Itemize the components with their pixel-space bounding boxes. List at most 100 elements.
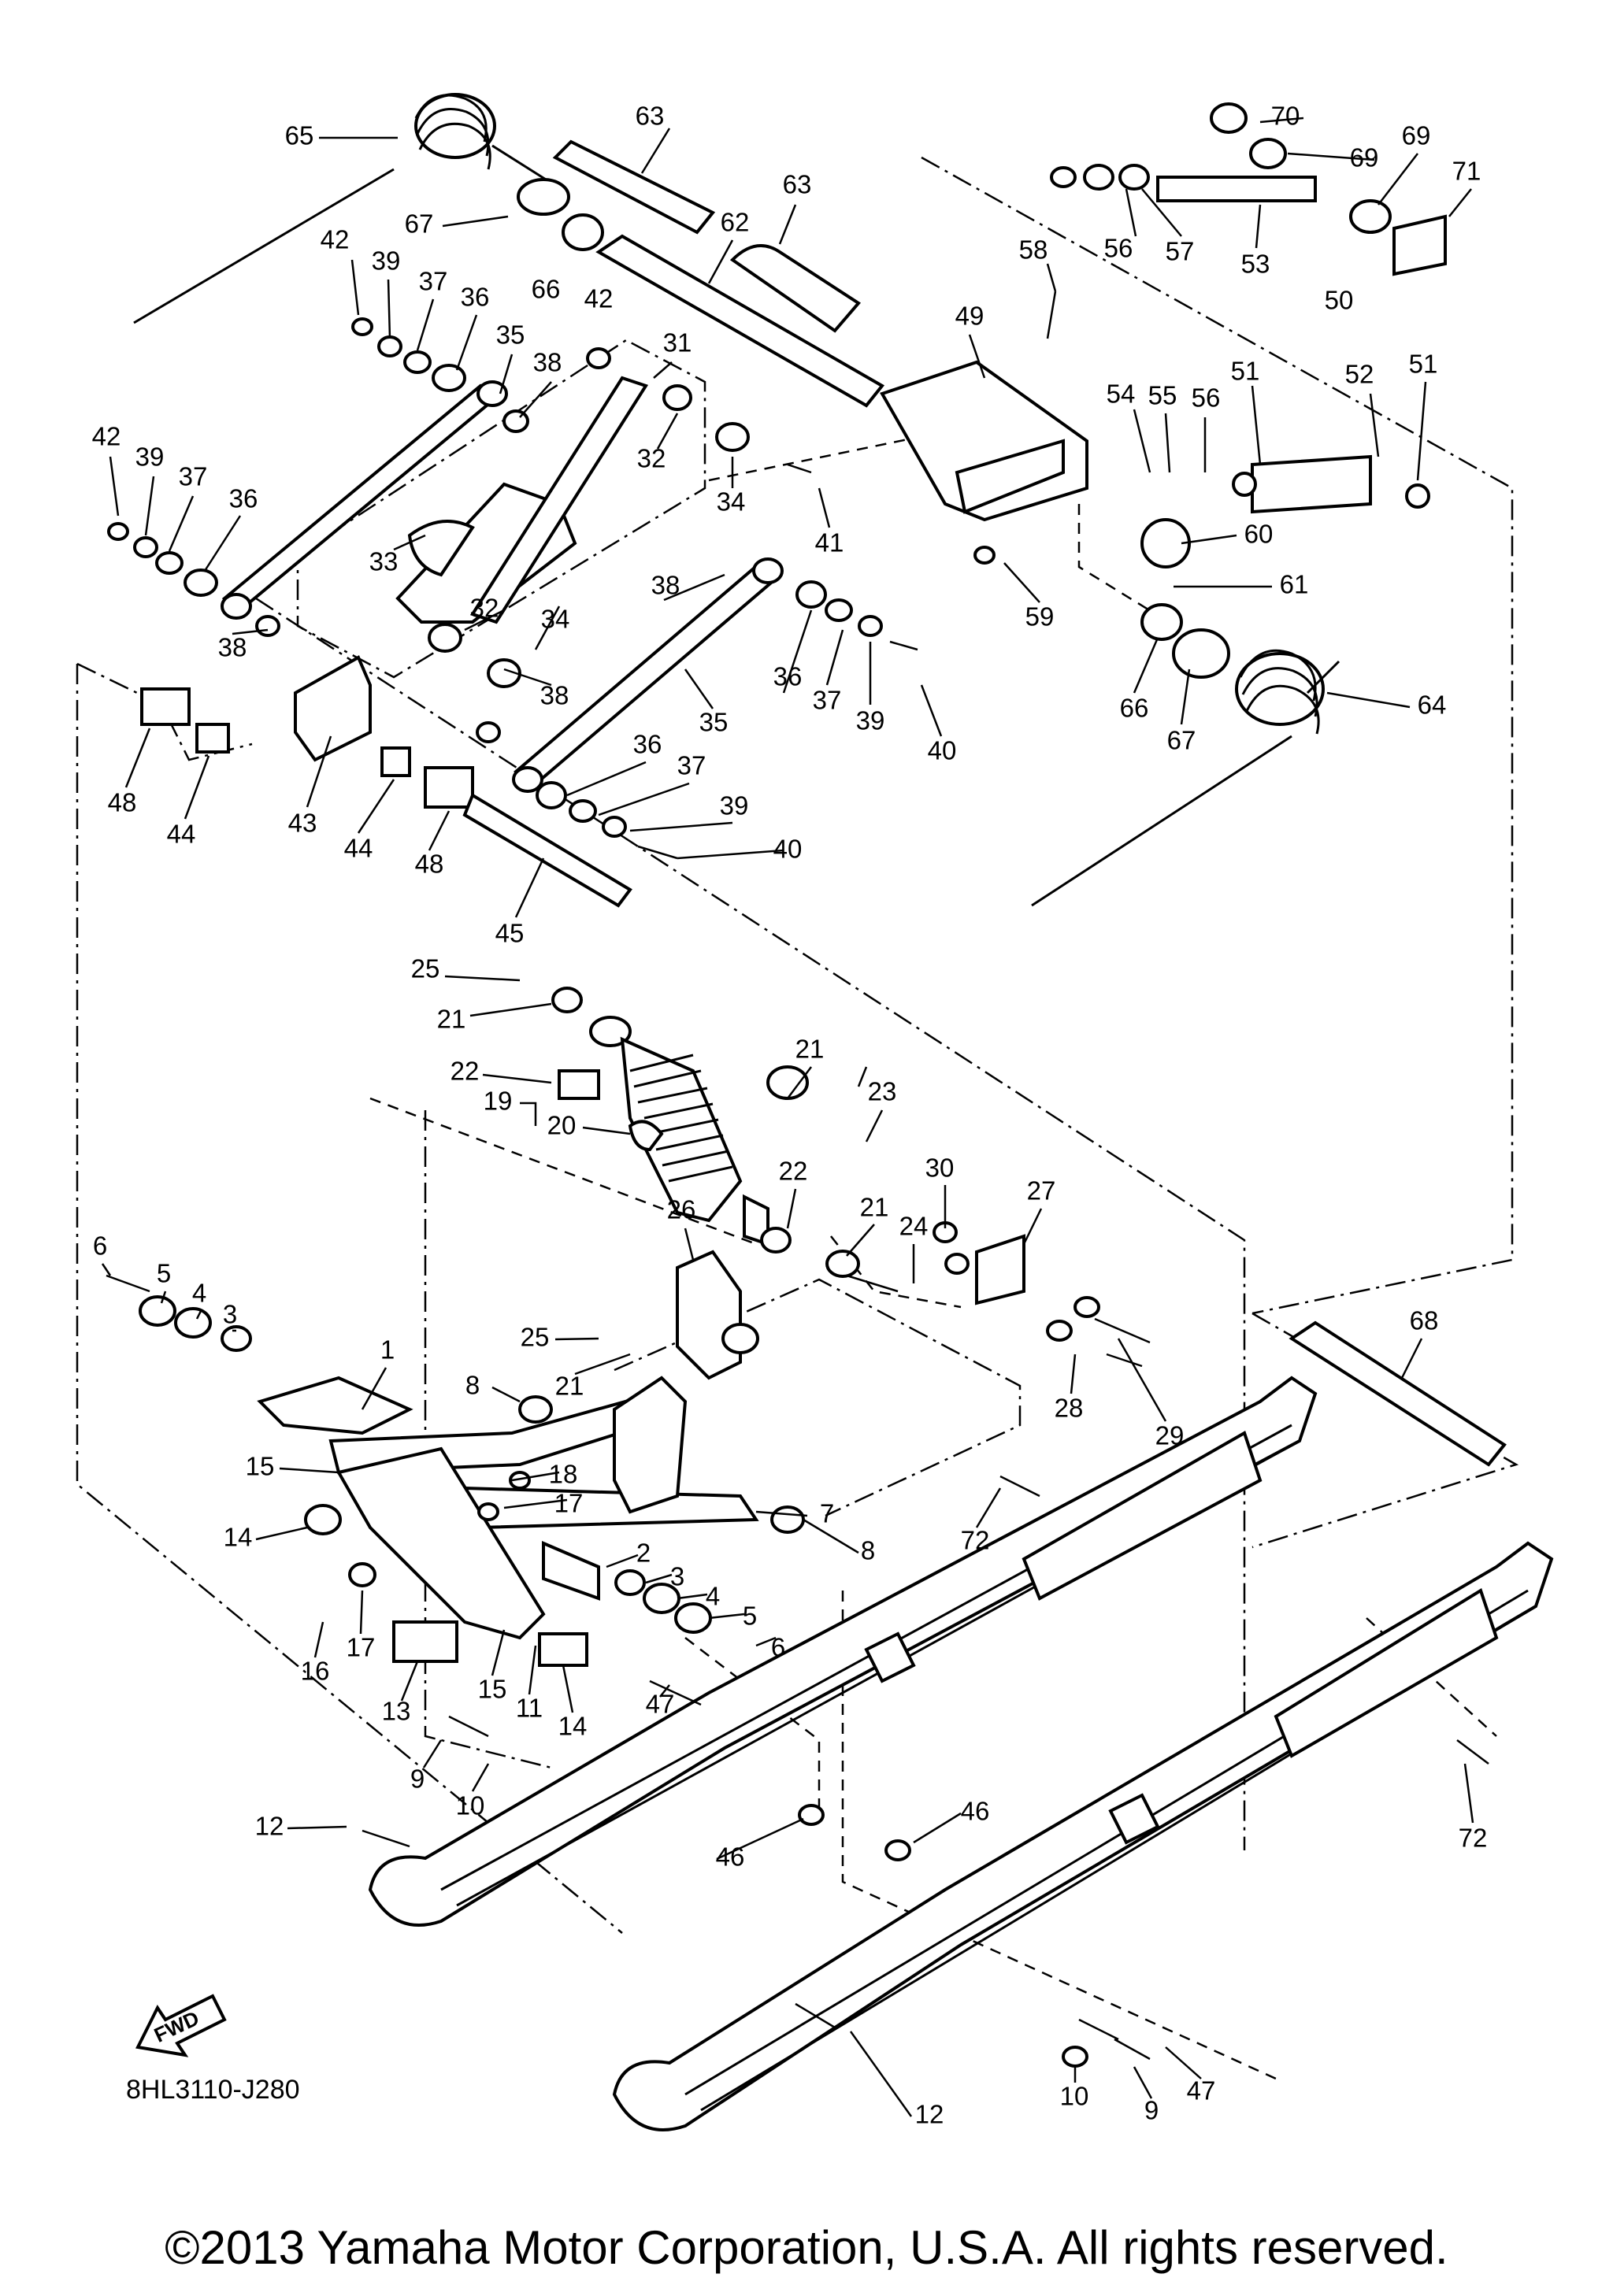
part-callout-36: 36 [229, 484, 258, 513]
part-callout-42: 42 [321, 225, 350, 254]
part-callout-72: 72 [961, 1526, 990, 1555]
part-callout-15: 15 [246, 1452, 275, 1481]
part-callout-46: 46 [961, 1797, 990, 1826]
part-callout-46: 46 [716, 1842, 745, 1872]
part-callout-25: 25 [411, 954, 440, 983]
part-callout-30: 30 [925, 1154, 955, 1183]
part-callout-24: 24 [899, 1212, 929, 1241]
part-callout-58: 58 [1019, 235, 1048, 265]
part-callout-28: 28 [1055, 1394, 1084, 1423]
part-callout-40: 40 [928, 736, 957, 765]
part-callout-5: 5 [157, 1259, 171, 1288]
part-callout-67: 67 [405, 209, 434, 239]
torsion-spring-64 [1031, 649, 1340, 907]
part-callout-71: 71 [1452, 157, 1481, 186]
part-callout-23: 23 [868, 1077, 897, 1106]
part-callout-54: 54 [1107, 380, 1136, 409]
part-callout-8: 8 [465, 1371, 480, 1400]
part-callout-63: 63 [783, 170, 812, 199]
part-callout-57: 57 [1166, 237, 1195, 266]
part-callout-14: 14 [558, 1712, 588, 1741]
part-callout-27: 27 [1027, 1176, 1056, 1205]
part-callout-17: 17 [554, 1489, 584, 1518]
part-callout-44: 44 [167, 820, 196, 849]
part-callout-42: 42 [584, 284, 614, 313]
part-callout-21: 21 [860, 1193, 889, 1222]
part-callout-25: 25 [521, 1323, 550, 1352]
left-slide-rail [368, 1376, 1318, 1927]
part-callout-8: 8 [861, 1536, 875, 1565]
part-callout-11: 11 [516, 1694, 543, 1723]
part-callout-7: 7 [820, 1499, 834, 1528]
parts-artwork [76, 93, 1554, 2131]
part-callout-48: 48 [108, 788, 137, 817]
part-callout-38: 38 [533, 348, 562, 377]
part-callout-56: 56 [1104, 234, 1133, 263]
part-callout-37: 37 [677, 751, 706, 780]
part-callout-59: 59 [1025, 602, 1055, 631]
bushing-stack [107, 317, 883, 838]
part-callout-55: 55 [1148, 381, 1177, 410]
part-callout-69: 69 [1350, 143, 1379, 172]
part-callout-48: 48 [415, 850, 444, 879]
part-callout-35: 35 [699, 708, 729, 737]
part-callout-6: 6 [93, 1231, 107, 1261]
part-callout-39: 39 [720, 791, 749, 820]
part-callout-70: 70 [1271, 102, 1300, 131]
copyright-notice: ©2013 Yamaha Motor Corporation, U.S.A. A… [165, 2221, 1448, 2274]
part-callout-10: 10 [1060, 2082, 1089, 2111]
part-callout-72: 72 [1459, 1824, 1488, 1853]
part-callout-21: 21 [437, 1005, 466, 1034]
drawing-code: 8HL3110-J280 [126, 2075, 300, 2105]
part-callout-5: 5 [743, 1602, 757, 1631]
part-callout-38: 38 [540, 681, 569, 710]
part-callout-49: 49 [955, 302, 984, 331]
part-callout-12: 12 [915, 2100, 944, 2129]
right-slide-rail [612, 1541, 1554, 2131]
part-callout-53: 53 [1241, 250, 1270, 279]
part-callout-51: 51 [1231, 357, 1260, 386]
part-callout-68: 68 [1410, 1306, 1439, 1335]
part-callout-32: 32 [470, 594, 499, 623]
part-callout-37: 37 [419, 267, 448, 296]
fwd-arrow-icon [135, 1994, 227, 2057]
part-callout-34: 34 [717, 487, 746, 517]
part-callout-69: 69 [1402, 121, 1431, 150]
part-callout-12: 12 [255, 1812, 284, 1841]
bolts [106, 291, 1489, 2061]
part-callout-62: 62 [721, 208, 750, 237]
part-callout-16: 16 [301, 1657, 330, 1686]
part-callout-32: 32 [637, 444, 666, 473]
part-callout-65: 65 [285, 121, 314, 150]
part-callout-22: 22 [779, 1157, 808, 1186]
part-callout-20: 20 [547, 1111, 577, 1140]
part-callout-42: 42 [92, 422, 121, 451]
part-callout-37: 37 [179, 462, 208, 491]
part-callout-4: 4 [192, 1279, 206, 1308]
part-callout-39: 39 [856, 706, 885, 735]
part-callout-9: 9 [1144, 2096, 1159, 2125]
part-callout-50: 50 [1325, 286, 1354, 315]
part-callout-36: 36 [773, 662, 803, 691]
part-callout-39: 39 [372, 246, 401, 276]
part-callout-39: 39 [135, 443, 165, 472]
part-callout-36: 36 [461, 283, 490, 312]
part-callout-36: 36 [633, 730, 662, 759]
callout-leaders [101, 117, 1474, 2117]
part-callout-67: 67 [1167, 726, 1196, 755]
part-callout-19: 19 [484, 1087, 513, 1116]
part-callout-51: 51 [1409, 350, 1438, 379]
part-callout-21: 21 [555, 1372, 584, 1401]
rear-shock-absorber [551, 987, 809, 1246]
part-callout-64: 64 [1418, 691, 1447, 720]
part-callout-66: 66 [532, 275, 561, 304]
part-callout-22: 22 [451, 1057, 480, 1086]
part-callout-47: 47 [1187, 2076, 1216, 2105]
part-callout-15: 15 [478, 1675, 507, 1704]
part-callout-26: 26 [667, 1195, 696, 1224]
part-callout-61: 61 [1280, 570, 1309, 599]
part-callout-41: 41 [815, 528, 844, 557]
part-callout-4: 4 [706, 1582, 720, 1611]
